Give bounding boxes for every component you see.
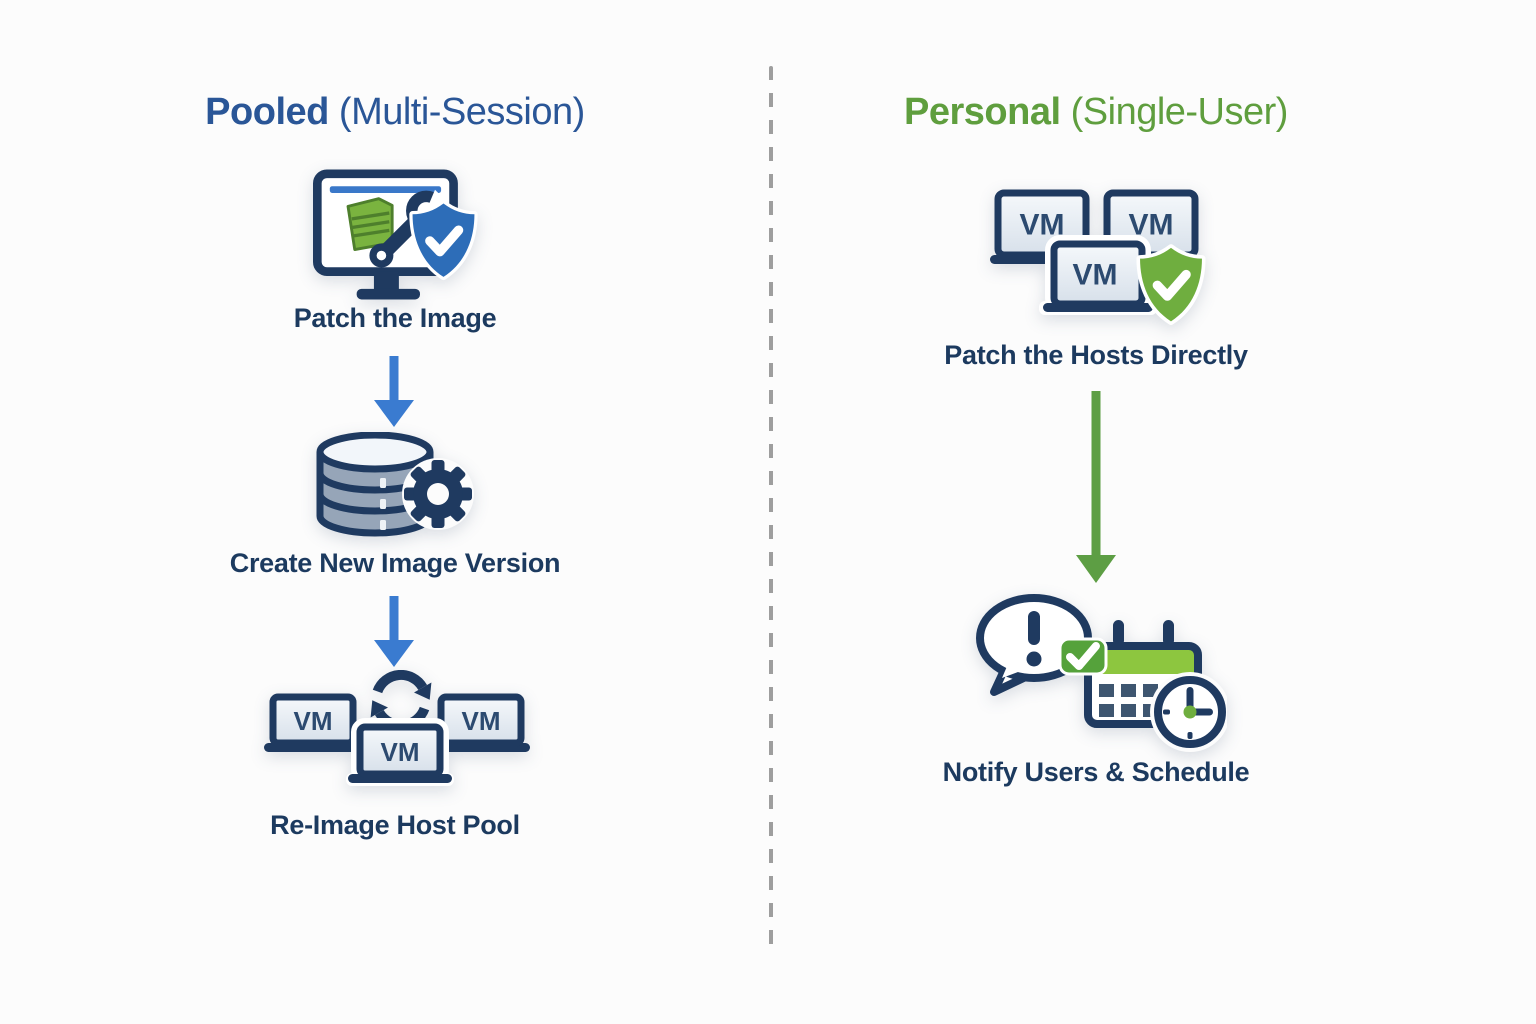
left-column-title: Pooled (Multi-Session) — [0, 91, 790, 134]
vm-hosts-shield-icon: VM VM VM — [990, 189, 1206, 325]
vm-laptop-front: VM — [346, 718, 454, 786]
shield-check-green-icon — [1136, 244, 1206, 325]
vm-laptop-front: VM — [1039, 235, 1157, 315]
check-badge-icon — [1058, 637, 1108, 676]
right-column-title: Personal (Single-User) — [770, 91, 1422, 134]
vm-laptop-back-right: VM — [432, 693, 530, 752]
exclamation-bar — [1028, 611, 1040, 645]
vm-label: VM — [462, 706, 501, 736]
vm-label: VM — [294, 706, 333, 736]
down-arrow-blue-icon — [374, 356, 414, 427]
step-label-notify-users-schedule: Notify Users & Schedule — [942, 757, 1250, 787]
monitor-patch-shield-icon — [313, 169, 478, 300]
vm-pool-refresh-icon: VM VM VM — [264, 670, 530, 786]
patch-layers-icon — [346, 197, 394, 251]
down-arrow-green-icon — [1076, 391, 1116, 583]
clock-center-dot — [1183, 705, 1197, 719]
monitor-base — [356, 288, 420, 300]
calendar-pin — [1163, 620, 1174, 646]
vm-label: VM — [1073, 259, 1118, 292]
monitor-stand — [373, 271, 399, 291]
column-divider — [769, 66, 773, 954]
left-title-rest: (Multi-Session) — [328, 91, 585, 133]
notify-calendar-clock-icon — [976, 594, 1227, 752]
clock-icon — [1150, 672, 1227, 752]
exclamation-dot — [1026, 651, 1042, 667]
right-title-rest: (Single-User) — [1060, 91, 1289, 133]
calendar-header — [1088, 646, 1198, 674]
left-title-bold: Pooled — [205, 91, 329, 133]
step-label-create-image-version: Create New Image Version — [229, 548, 561, 578]
down-arrow-blue-icon — [374, 596, 414, 667]
step-label-patch-image: Patch the Image — [293, 303, 497, 333]
shield-check-blue-icon — [409, 200, 478, 281]
calendar-pin — [1113, 620, 1124, 646]
database-gear-icon — [316, 432, 474, 537]
step-label-reimage-host-pool: Re-Image Host Pool — [270, 810, 520, 840]
monitor-topbar — [329, 186, 442, 193]
right-title-bold: Personal — [904, 91, 1061, 133]
gear-icon — [402, 458, 474, 530]
step-label-patch-hosts-directly: Patch the Hosts Directly — [944, 340, 1248, 370]
vm-label: VM — [381, 737, 420, 767]
vm-laptop-back-left: VM — [264, 693, 362, 752]
database-icon — [316, 432, 434, 537]
refresh-icon — [370, 670, 432, 731]
